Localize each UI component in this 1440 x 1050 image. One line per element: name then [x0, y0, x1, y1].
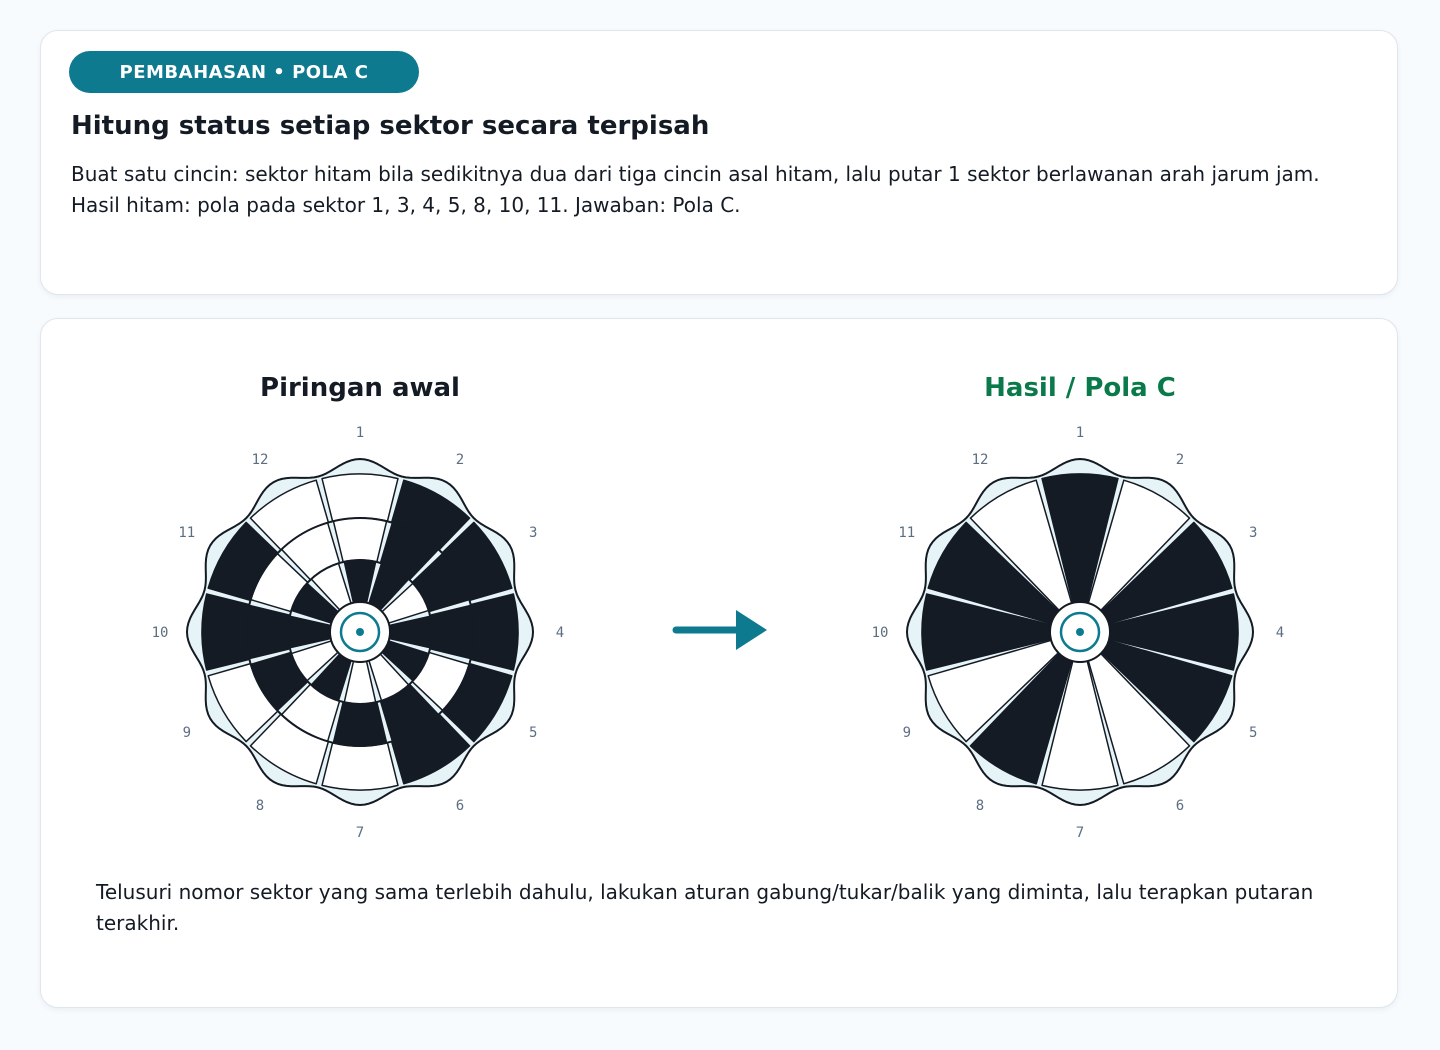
sector-number-3: 3: [1249, 525, 1257, 541]
explanation-text: Buat satu cincin: sektor hitam bila sedi…: [71, 162, 1320, 217]
sector-number-9: 9: [903, 725, 911, 741]
middle-ring-sector-1: [332, 517, 388, 563]
section-badge: PEMBAHASAN • POLA C: [69, 51, 419, 93]
sector-number-2: 2: [1176, 452, 1184, 468]
hint-text: Telusuri nomor sektor yang sama terlebih…: [96, 880, 1314, 935]
sector-number-12: 12: [972, 452, 989, 468]
result-disk-title: Hasil / Pola C: [984, 373, 1176, 403]
hub-dot: [356, 628, 364, 636]
original-disk-title: Piringan awal: [260, 373, 460, 403]
outer-ring-sector-1: [321, 473, 399, 523]
explanation-title: Hitung status setiap sektor secara terpi…: [71, 111, 710, 141]
sector-number-1: 1: [1076, 425, 1084, 441]
sector-number-11: 11: [178, 525, 195, 541]
explanation-card: PEMBAHASAN • POLA C Hitung status setiap…: [40, 30, 1398, 295]
sector-number-4: 4: [1276, 625, 1284, 641]
sector-number-12: 12: [252, 452, 269, 468]
sector-number-4: 4: [556, 625, 564, 641]
middle-ring-sector-10: [245, 604, 291, 660]
middle-ring-sector-4: [429, 604, 475, 660]
sector-number-3: 3: [529, 525, 537, 541]
sector-number-8: 8: [256, 798, 264, 814]
sector-number-1: 1: [356, 425, 364, 441]
sector-number-2: 2: [456, 452, 464, 468]
hub-dot: [1076, 628, 1084, 636]
sector-number-7: 7: [1076, 825, 1084, 841]
middle-ring-sector-7: [332, 701, 388, 747]
outer-ring-sector-7: [321, 741, 399, 791]
sector-number-9: 9: [183, 725, 191, 741]
outer-ring-sector-4: [469, 593, 519, 671]
sector-number-6: 6: [456, 798, 464, 814]
sector-number-5: 5: [1249, 725, 1257, 741]
sector-number-5: 5: [529, 725, 537, 741]
arrow-right-icon: [672, 610, 767, 650]
sector-number-11: 11: [898, 525, 915, 541]
sector-number-6: 6: [1176, 798, 1184, 814]
outer-ring-sector-10: [201, 593, 251, 671]
sector-number-8: 8: [976, 798, 984, 814]
sector-number-10: 10: [152, 625, 169, 641]
sector-number-7: 7: [356, 825, 364, 841]
sector-number-10: 10: [872, 625, 889, 641]
